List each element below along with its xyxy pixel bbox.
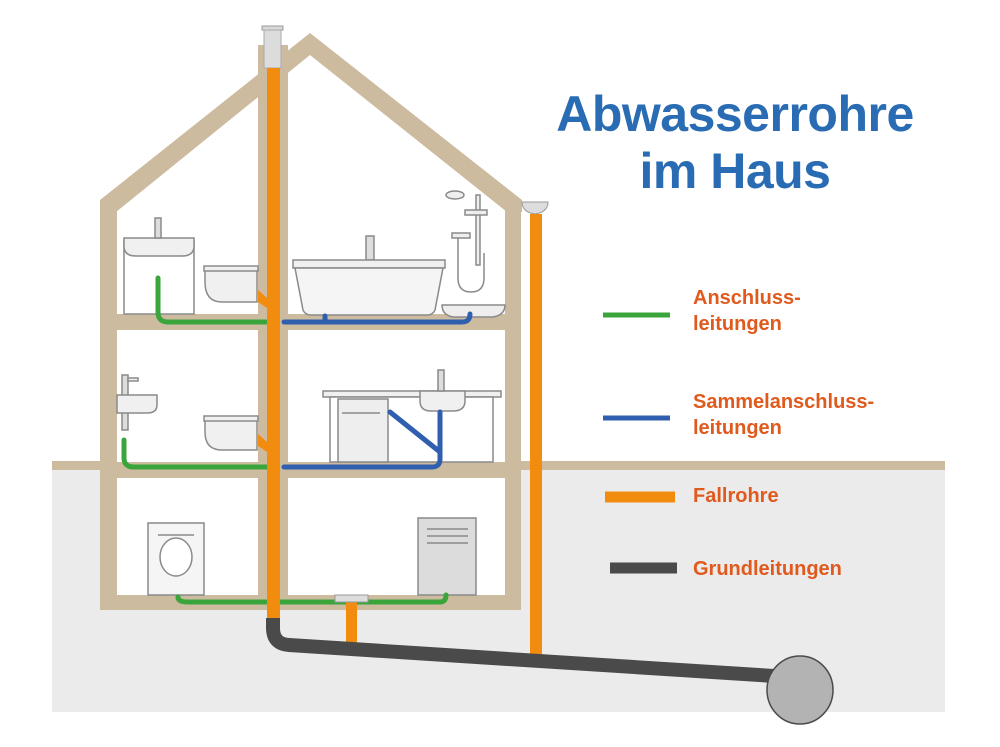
left-wall — [100, 200, 117, 610]
heater — [417, 517, 477, 596]
title-line-1: Abwasserrohre — [556, 86, 914, 142]
ground-floor — [100, 462, 521, 478]
title-line-2: im Haus — [639, 143, 831, 199]
grundleitung — [266, 618, 834, 725]
legend-text-line: leitungen — [693, 313, 782, 335]
right-wall — [505, 200, 521, 610]
fallrohre — [258, 25, 549, 654]
anschluss-pipes — [121, 275, 449, 605]
toilet-ground — [203, 415, 259, 451]
legend-text-line: Anschluss- — [693, 287, 801, 309]
toilet-upper — [203, 265, 259, 303]
washing-machine — [147, 522, 205, 596]
legend-text-line: Sammelanschluss- — [693, 391, 875, 413]
sewer-manhole — [766, 655, 834, 725]
hand-basin — [116, 374, 158, 431]
sammelanschluss-pipes — [281, 311, 473, 470]
legend-label-fallrohre: Fallrohre — [693, 485, 779, 507]
legend-label-sammelanschluss: Sammelanschluss- leitungen — [693, 389, 874, 441]
legend-label-grundleitungen: Grundleitungen — [693, 558, 842, 580]
legend-text-line: leitungen — [693, 417, 782, 439]
shower — [441, 190, 506, 318]
bathtub — [292, 235, 446, 316]
legend-label-anschluss: Anschluss- leitungen — [693, 285, 801, 337]
